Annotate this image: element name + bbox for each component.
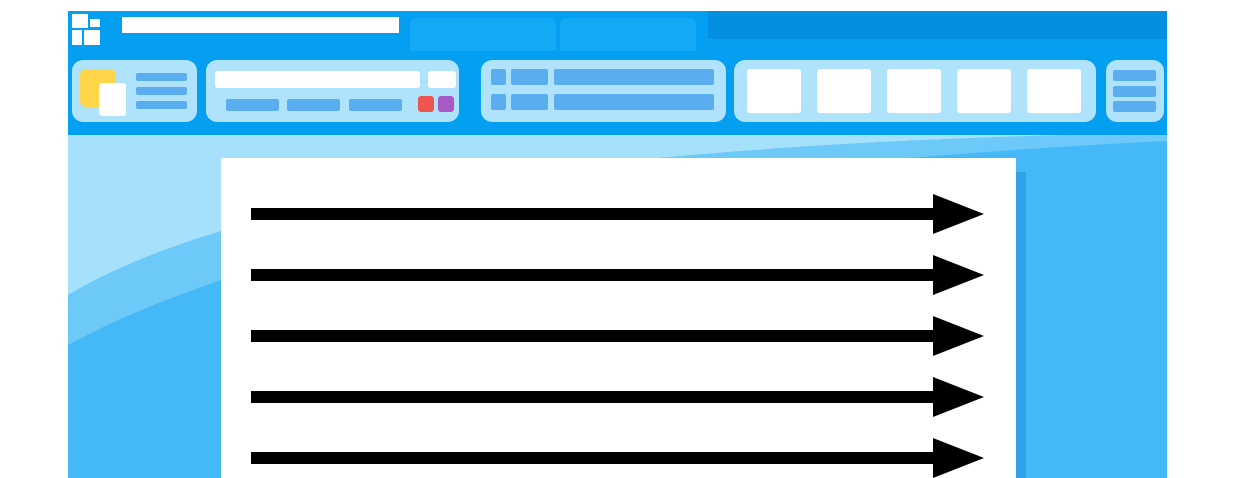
document-canvas xyxy=(68,135,1167,478)
title-bar-right-area xyxy=(708,11,1167,39)
clipboard-group xyxy=(72,60,197,122)
style-box-4[interactable] xyxy=(957,69,1011,113)
style-box-2[interactable] xyxy=(817,69,871,113)
arrow-diagram xyxy=(251,194,984,478)
style-box-5[interactable] xyxy=(1027,69,1081,113)
word-processor-window xyxy=(68,11,1167,478)
right-arrow-icon xyxy=(251,438,984,478)
paragraph-group xyxy=(481,60,726,122)
format-button-1[interactable] xyxy=(226,99,279,111)
format-button-2[interactable] xyxy=(287,99,340,111)
right-arrow-icon xyxy=(251,255,984,295)
clipboard-menu-line-2[interactable] xyxy=(136,87,187,95)
ribbon-toolbar xyxy=(68,51,1167,135)
style-box-1[interactable] xyxy=(747,69,801,113)
arrow-head xyxy=(933,194,984,234)
title-bar xyxy=(68,11,1167,51)
grid-logo-icon[interactable] xyxy=(72,14,102,46)
arrow-shaft xyxy=(251,269,935,281)
font-group xyxy=(206,60,459,122)
window-title-placeholder xyxy=(122,17,399,33)
paragraph-icon-3[interactable] xyxy=(491,94,506,110)
editing-menu-line-3[interactable] xyxy=(1113,101,1156,112)
style-box-3[interactable] xyxy=(887,69,941,113)
arrow-shaft xyxy=(251,208,935,220)
tab-2[interactable] xyxy=(560,18,696,51)
paste-clipboard-icon[interactable] xyxy=(80,69,126,116)
highlight-swatch-purple[interactable] xyxy=(438,96,454,112)
paragraph-bar-2[interactable] xyxy=(554,94,714,110)
font-name-field[interactable] xyxy=(215,71,420,88)
document-page[interactable] xyxy=(221,158,1016,478)
styles-group xyxy=(734,60,1096,122)
arrow-shaft xyxy=(251,330,935,342)
clipboard-menu-line-1[interactable] xyxy=(136,73,187,81)
editing-group xyxy=(1106,60,1164,122)
format-button-3[interactable] xyxy=(349,99,402,111)
right-arrow-icon xyxy=(251,377,984,417)
paragraph-icon-1[interactable] xyxy=(491,69,506,85)
right-arrow-icon xyxy=(251,194,984,234)
font-color-swatch-red[interactable] xyxy=(418,96,434,112)
editing-menu-line-2[interactable] xyxy=(1113,86,1156,97)
paragraph-icon-2[interactable] xyxy=(511,69,548,85)
arrow-shaft xyxy=(251,391,935,403)
paragraph-icon-4[interactable] xyxy=(511,94,548,110)
arrow-head xyxy=(933,255,984,295)
arrow-shaft xyxy=(251,452,935,464)
arrow-head xyxy=(933,316,984,356)
font-size-field[interactable] xyxy=(428,71,456,88)
right-arrow-icon xyxy=(251,316,984,356)
editing-menu-line-1[interactable] xyxy=(1113,70,1156,81)
paragraph-bar-1[interactable] xyxy=(554,69,714,85)
clipboard-menu-line-3[interactable] xyxy=(136,101,187,109)
tab-1[interactable] xyxy=(410,18,556,51)
arrow-head xyxy=(933,377,984,417)
arrow-head xyxy=(933,438,984,478)
